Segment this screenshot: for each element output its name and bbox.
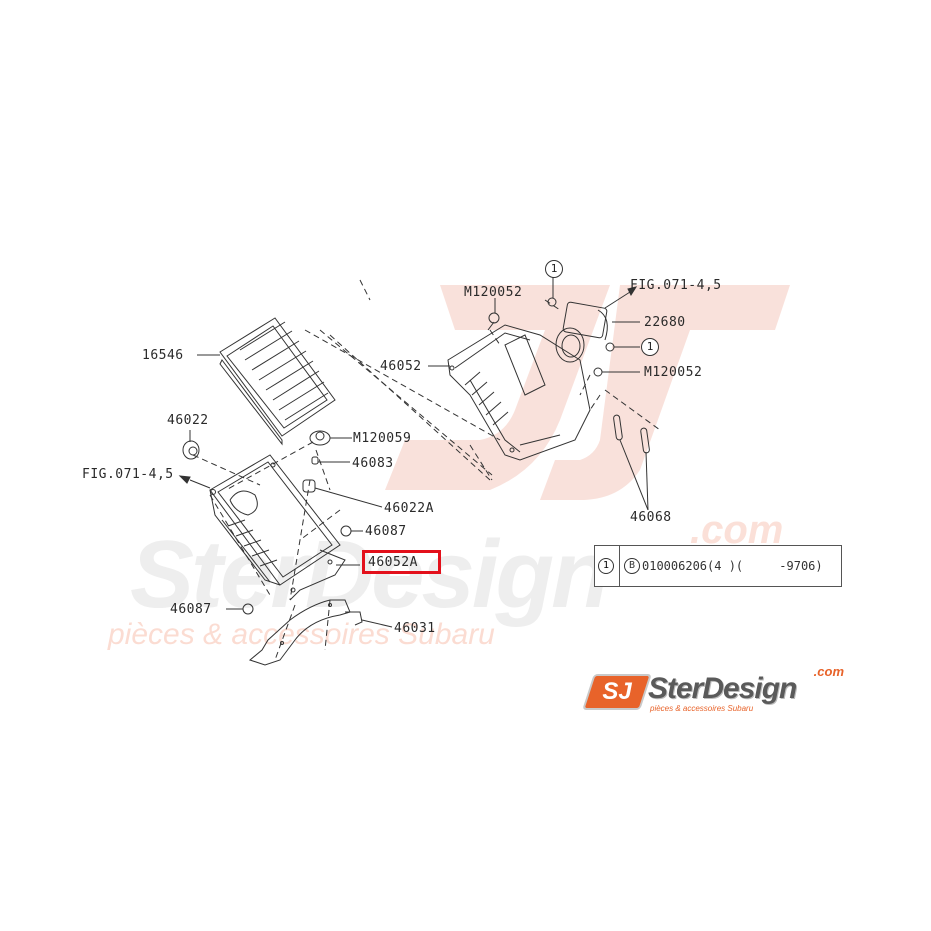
bracket xyxy=(248,599,393,666)
label-46052[interactable]: 46052 xyxy=(380,359,422,374)
note-ref: 1 xyxy=(598,558,614,574)
watermark-domain: .com xyxy=(690,508,784,552)
label-46022a[interactable]: 46022A xyxy=(384,501,434,516)
air-flow-meter xyxy=(555,286,640,363)
note-ref-cell: 1 xyxy=(595,546,620,586)
label-46052a[interactable]: 46052A xyxy=(368,555,418,570)
bolt-symbol: B xyxy=(624,558,640,574)
label-46068[interactable]: 46068 xyxy=(630,510,672,525)
label-46087-right[interactable]: 46087 xyxy=(365,524,407,539)
logo-name: SterDesign xyxy=(648,672,797,705)
logo-domain: .com xyxy=(813,664,844,679)
air-filter-element xyxy=(219,317,336,446)
label-46031[interactable]: 46031 xyxy=(394,621,436,636)
watermark-tagline: pièces & accessoires Subaru xyxy=(108,618,495,651)
watermark-brand: SterDesign xyxy=(130,521,610,628)
upper-air-box xyxy=(428,324,591,461)
logo-badge: SJ xyxy=(582,674,652,710)
label-46022[interactable]: 46022 xyxy=(167,413,209,428)
label-22680[interactable]: 22680 xyxy=(644,315,686,330)
callout-1-top: 1 xyxy=(545,260,563,278)
label-fig-left[interactable]: FIG.071-4,5 xyxy=(82,467,174,482)
highlight-box-46052a xyxy=(362,550,441,574)
label-16546[interactable]: 16546 xyxy=(142,348,184,363)
label-m120052-right[interactable]: M120052 xyxy=(644,365,703,380)
callout-1-right: 1 xyxy=(641,338,659,356)
label-m120059[interactable]: M120059 xyxy=(353,431,412,446)
logo-tagline: pièces & accessoires Subaru xyxy=(650,704,754,713)
lower-air-box xyxy=(209,454,346,601)
note-text-cell: B 010006206(4 )( -9706) xyxy=(620,558,823,574)
label-fig-right[interactable]: FIG.071-4,5 xyxy=(630,278,722,293)
note-text: 010006206(4 )( -9706) xyxy=(642,559,823,573)
label-46087-left[interactable]: 46087 xyxy=(170,602,212,617)
label-m120052-top[interactable]: M120052 xyxy=(464,285,523,300)
sterdesign-logo: SJ SterDesign .com pièces & accessoires … xyxy=(582,664,848,716)
label-46083[interactable]: 46083 xyxy=(352,456,394,471)
note-table: 1 B 010006206(4 )( -9706) xyxy=(594,545,842,587)
